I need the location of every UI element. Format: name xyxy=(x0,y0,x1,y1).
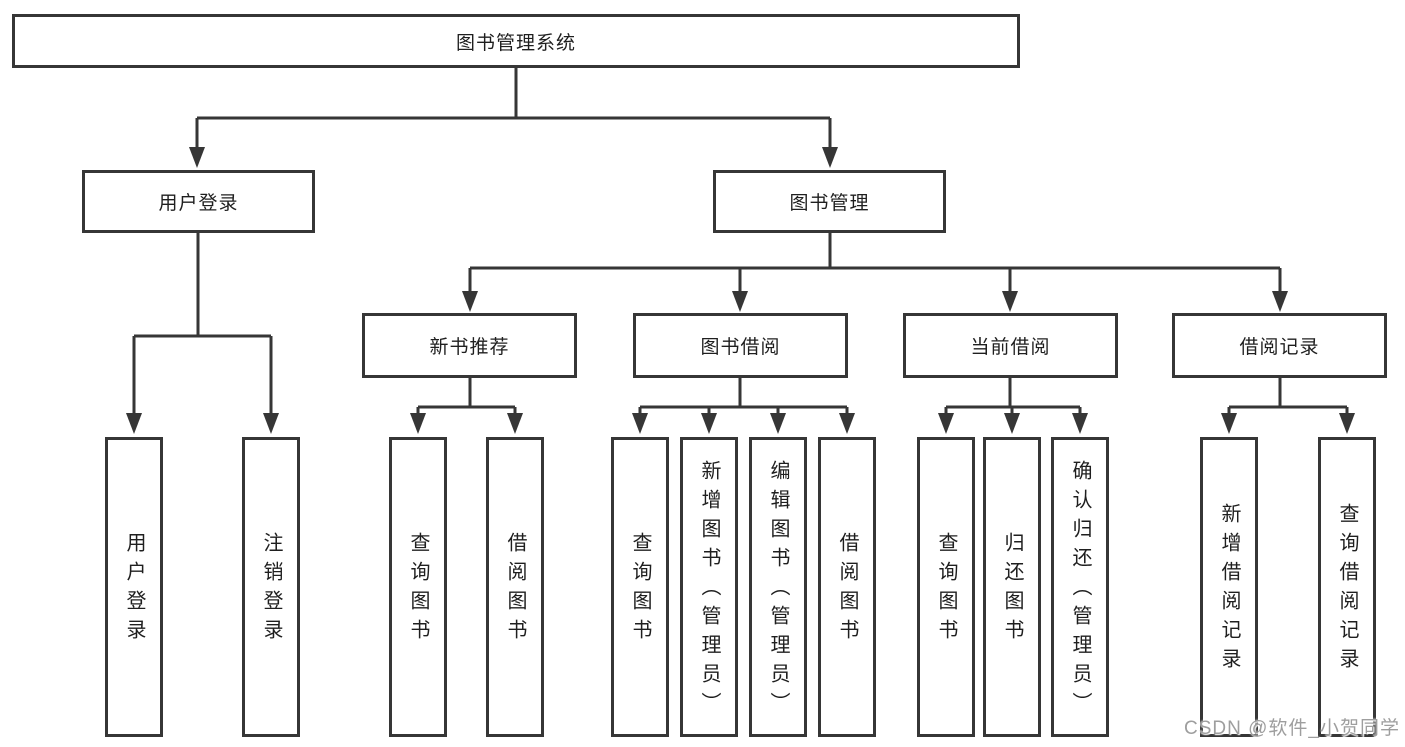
leaf-borrow-query-book: 查询图书 xyxy=(611,437,669,737)
node-book-borrow: 图书借阅 xyxy=(633,313,848,378)
node-new-book-recommend: 新书推荐 xyxy=(362,313,577,378)
leaf-recommend-borrow-book: 借阅图书 xyxy=(486,437,544,737)
leaf-records-add-record: 新增借阅记录 xyxy=(1200,437,1258,737)
leaf-current-query-book: 查询图书 xyxy=(917,437,975,737)
leaf-borrow-borrow-book: 借阅图书 xyxy=(818,437,876,737)
leaf-current-confirm-return-admin: 确认归还（管理员） xyxy=(1051,437,1109,737)
node-current-borrow: 当前借阅 xyxy=(903,313,1118,378)
leaf-logout: 注销登录 xyxy=(242,437,300,737)
node-book-management-system: 图书管理系统 xyxy=(12,14,1020,68)
node-user-login: 用户登录 xyxy=(82,170,315,233)
arrowhead-icons xyxy=(126,147,1355,434)
leaf-borrow-add-book-admin: 新增图书（管理员） xyxy=(680,437,738,737)
leaf-borrow-edit-book-admin: 编辑图书（管理员） xyxy=(749,437,807,737)
leaf-user-login: 用户登录 xyxy=(105,437,163,737)
leaf-current-return-book: 归还图书 xyxy=(983,437,1041,737)
node-borrow-records: 借阅记录 xyxy=(1172,313,1387,378)
csdn-watermark: CSDN @软件_小贺同学 xyxy=(1184,718,1400,739)
node-book-management: 图书管理 xyxy=(713,170,946,233)
leaf-recommend-query-book: 查询图书 xyxy=(389,437,447,737)
leaf-records-query-record: 查询借阅记录 xyxy=(1318,437,1376,737)
